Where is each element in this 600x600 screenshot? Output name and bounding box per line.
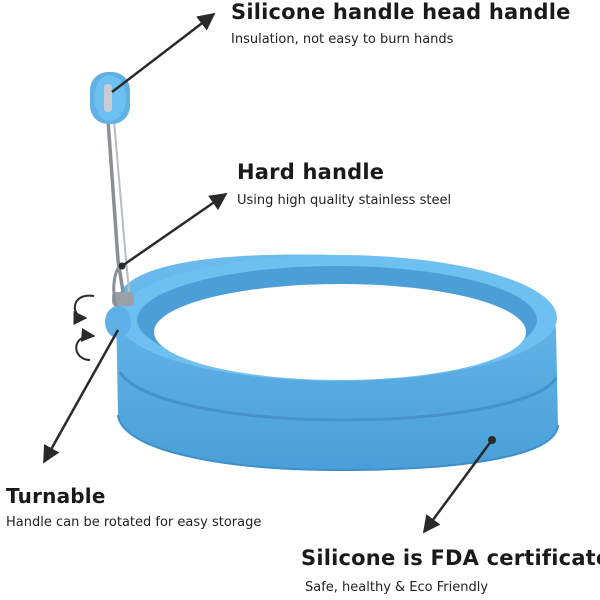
callout-subtitle-silicone-handle-head: Insulation, not easy to burn hands <box>231 32 454 47</box>
callout-title-fda: Silicone is FDA certificated <box>301 546 600 570</box>
callout-title-turnable: Turnable <box>6 484 106 508</box>
arrow-turnable <box>42 329 120 464</box>
callout-subtitle-hard-handle: Using high quality stainless steel <box>237 193 452 208</box>
callout-title-hard-handle: Hard handle <box>237 160 385 184</box>
callout-arrows <box>42 12 496 534</box>
callout-subtitle-turnable: Handle can be rotated for easy storage <box>6 515 262 530</box>
hinge-knob <box>105 306 131 338</box>
steel-handle <box>102 102 134 319</box>
rotate-arrows-icon <box>73 294 96 361</box>
callout-subtitle-fda: Safe, healthy & Eco Friendly <box>305 580 489 595</box>
silicone-handle-knob <box>90 72 130 124</box>
arrow-hard-handle <box>121 192 228 268</box>
callout-title-silicone-handle-head: Silicone handle head handle <box>231 0 571 24</box>
arrow-fda <box>422 439 494 534</box>
arrow-handle-head <box>111 12 216 93</box>
silicone-ring <box>116 254 559 472</box>
